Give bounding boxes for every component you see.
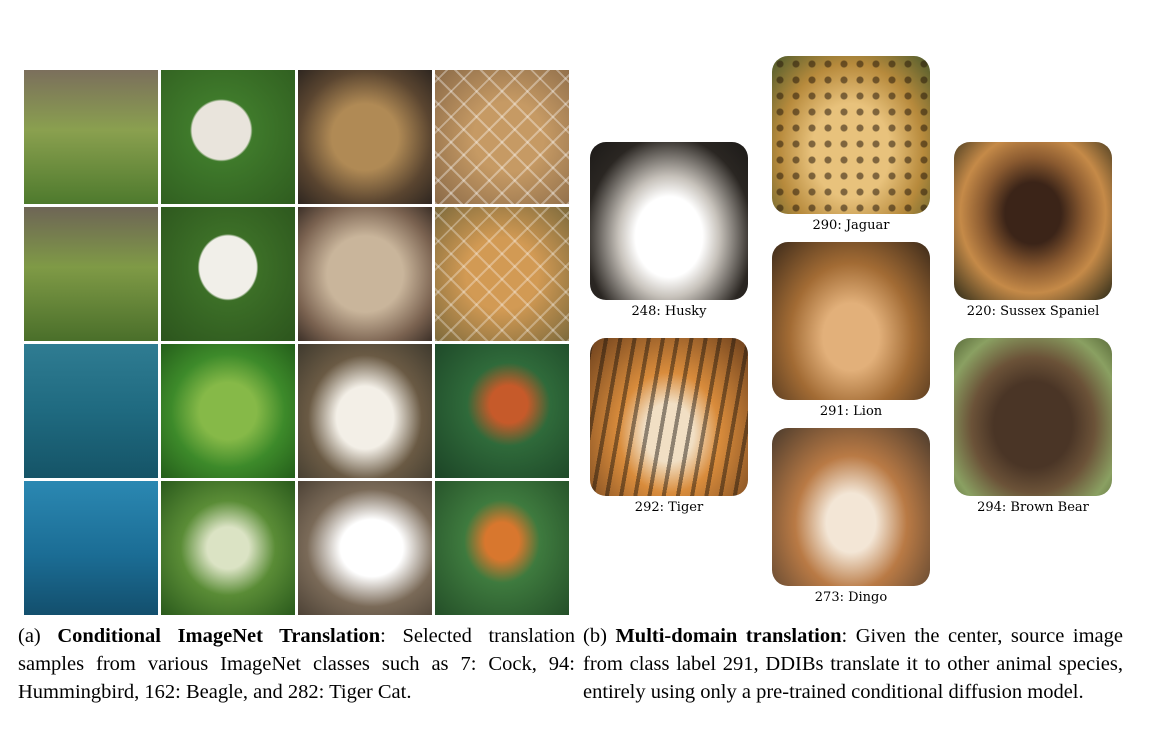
- grid-image-cat: [298, 70, 432, 204]
- grid-image-cougar: [435, 70, 569, 204]
- grid-image-dalmatian: [161, 207, 295, 341]
- tile-husky: [590, 142, 748, 300]
- tile-dingo: [772, 428, 930, 586]
- grid-image-shark: [24, 344, 158, 478]
- caption-b-prefix: (b): [583, 625, 616, 647]
- label-lion: 291: Lion: [819, 404, 883, 419]
- tile-lion: [772, 242, 930, 400]
- grid-image-cock: [298, 344, 432, 478]
- grid-image-dog-lying: [161, 70, 295, 204]
- tile-tiger: [590, 338, 748, 496]
- label-dingo: 273: Dingo: [814, 590, 888, 605]
- tile-jaguar: [772, 56, 930, 214]
- caption-b-title: Multi-domain translation: [615, 625, 842, 647]
- label-husky: 248: Husky: [631, 304, 707, 319]
- grid-image-persian-cat: [298, 207, 432, 341]
- caption-a-text: : Selected translation samples from vari…: [18, 625, 575, 703]
- grid-image-hummingbird-translated: [435, 481, 569, 615]
- grid-image-beagle: [24, 70, 158, 204]
- multi-domain-panel: 248: Husky 292: Tiger 290: Jaguar 291: L…: [586, 56, 1146, 616]
- caption-a-prefix: (a): [18, 625, 58, 647]
- label-tiger: 292: Tiger: [634, 500, 704, 515]
- imagenet-translation-grid: [24, 70, 569, 615]
- grid-image-hummingbird: [435, 344, 569, 478]
- tile-sussex-spaniel: [954, 142, 1112, 300]
- caption-b: (b) Multi-domain translation: Given the …: [583, 622, 1123, 706]
- caption-b-text: : Given the center, source image from cl…: [583, 625, 1123, 703]
- grid-image-white-cock: [298, 481, 432, 615]
- grid-image-bees: [161, 481, 295, 615]
- label-brown-bear: 294: Brown Bear: [977, 500, 1089, 515]
- grid-image-shark-translated: [24, 481, 158, 615]
- grid-image-beagle-translated: [24, 207, 158, 341]
- label-jaguar: 290: Jaguar: [812, 218, 890, 233]
- tile-brown-bear: [954, 338, 1112, 496]
- grid-image-insect: [161, 344, 295, 478]
- caption-a-title: Conditional ImageNet Translation: [57, 625, 381, 647]
- grid-image-lion: [435, 207, 569, 341]
- label-sussex-spaniel: 220: Sussex Spaniel: [966, 304, 1100, 319]
- caption-a: (a) Conditional ImageNet Translation: Se…: [18, 622, 575, 706]
